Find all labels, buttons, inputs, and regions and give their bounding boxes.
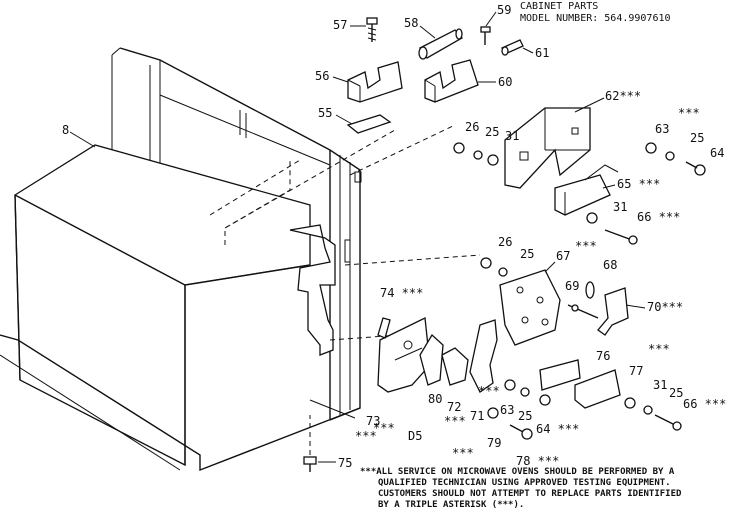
switch-80 (419, 333, 444, 386)
stars-67: *** (575, 239, 597, 253)
footer-note-line3: CUSTOMERS SHOULD NOT ATTEMPT TO REPLACE … (378, 489, 682, 499)
label-55: 55 (318, 106, 332, 120)
footer-note-line4: BY A TRIPLE ASTERISK (***). (378, 500, 524, 510)
label-79: 79 (487, 436, 501, 450)
footer-note-line1: ***ALL SERVICE ON MICROWAVE OVENS SHOULD… (360, 467, 675, 477)
screw-66-upper (604, 229, 638, 245)
label-80: 80 (428, 392, 442, 406)
label-62: 62*** (605, 89, 641, 103)
label-77: 77 (629, 364, 643, 378)
screw-64-upper (685, 161, 706, 176)
nut-31-mid (586, 212, 598, 224)
label-70: 70*** (647, 300, 683, 314)
nut-26-upper (453, 142, 465, 154)
label-72: 72 (447, 400, 461, 414)
label-61: 61 (535, 46, 549, 60)
actuator-72 (441, 347, 469, 386)
label-63-lower: 63 (500, 403, 514, 417)
label-68: 68 (603, 258, 617, 272)
nut-31-upper (487, 154, 499, 166)
screw-66-lower (654, 414, 682, 431)
screw-57 (366, 17, 378, 42)
spring-68 (585, 281, 595, 299)
screw-64-lower (539, 394, 551, 406)
footer-note-line2: QUALIFIED TECHNICIAN USING APPROVED TEST… (378, 478, 671, 488)
fuse-holder-60 (424, 59, 479, 103)
header-title: CABINET PARTS (520, 1, 598, 12)
stars-72: *** (444, 414, 466, 428)
label-25-upper: 25 (485, 125, 499, 139)
label-75: 75 (338, 456, 352, 470)
lever-70 (597, 287, 629, 336)
label-31-low: 31 (653, 378, 667, 392)
label-d5: D5 (408, 429, 422, 443)
plate-76 (539, 359, 581, 391)
label-25-lowright: 25 (669, 386, 683, 400)
label-71: 71 (470, 409, 484, 423)
washer-25-lowright (643, 405, 653, 415)
pin-69 (567, 304, 599, 319)
cabinet-outline (0, 47, 362, 472)
fuse-61 (501, 39, 524, 56)
label-63-upper: 63 (655, 122, 669, 136)
label-25-low: 25 (518, 409, 532, 423)
plate-55 (346, 114, 392, 134)
label-31-upper: 31 (505, 129, 519, 143)
latch-arm-71 (469, 319, 498, 393)
fuse-holder-56 (347, 61, 403, 103)
nut-63-upper (645, 142, 657, 154)
label-25-lower: 25 (520, 247, 534, 261)
stars-d5: *** (373, 421, 395, 435)
label-26-upper: 26 (465, 120, 479, 134)
label-31-mid: 31 (613, 200, 627, 214)
label-67: 67 (556, 249, 570, 263)
label-69: 69 (565, 279, 579, 293)
washer-25-upper (473, 150, 483, 160)
stars-76: *** (648, 342, 670, 356)
bracket-73 (377, 317, 431, 393)
label-66-lower: 66 *** (683, 397, 726, 411)
washer-25-low (520, 387, 530, 397)
pad-74 (377, 317, 391, 339)
label-57: 57 (333, 18, 347, 32)
label-64-upper: 64 (710, 146, 724, 160)
label-73: 73 (366, 414, 380, 428)
label-8: 8 (62, 123, 69, 137)
header-model-line: MODEL NUMBER: 564.9907610 (520, 13, 671, 24)
label-59: 59 (497, 3, 511, 17)
label-26-lower: 26 (498, 235, 512, 249)
fuse-58 (418, 28, 464, 60)
nut-63-lower (504, 379, 516, 391)
label-58: 58 (404, 16, 418, 30)
stars-79: *** (452, 446, 474, 460)
label-74: 74 *** (380, 286, 423, 300)
label-25-right: 25 (690, 131, 704, 145)
stars-63: *** (678, 106, 700, 120)
leader-8 (69, 131, 96, 148)
label-56: 56 (315, 69, 329, 83)
screw-78 (509, 424, 533, 440)
label-78: 78 *** (516, 454, 559, 468)
washer-25-right (665, 151, 675, 161)
washer-25-lower (498, 267, 508, 277)
screw-75 (303, 415, 317, 472)
nut-31-low (624, 397, 636, 409)
label-64-lower: 64 *** (536, 422, 579, 436)
label-66-upper: 66 *** (637, 210, 680, 224)
bracket-77 (574, 369, 621, 409)
stars-73: *** (355, 429, 377, 443)
label-65: 65 *** (617, 177, 660, 191)
nut-79 (487, 407, 499, 419)
switch-65 (554, 164, 619, 216)
switch-bracket-62 (504, 107, 591, 189)
label-60: 60 (498, 75, 512, 89)
label-76: 76 (596, 349, 610, 363)
bracket-67 (499, 269, 561, 346)
stars-71: *** (478, 384, 500, 398)
screw-59 (480, 26, 491, 45)
nut-26-lower (480, 257, 492, 269)
